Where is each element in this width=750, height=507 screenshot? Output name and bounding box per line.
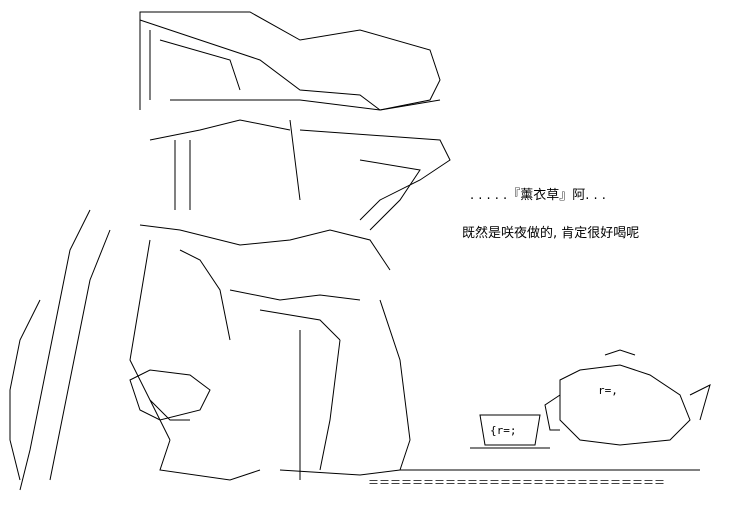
bang-line bbox=[149, 119, 291, 141]
character-drawing bbox=[9, 11, 711, 491]
collar bbox=[179, 249, 231, 341]
bow bbox=[229, 289, 361, 301]
teapot-body bbox=[559, 364, 691, 446]
cup-in-hand bbox=[149, 399, 190, 421]
dress-fold bbox=[319, 339, 341, 471]
skirt-hem bbox=[279, 469, 401, 476]
dialogue-line-1: . . . . .『薰衣草』阿. . . bbox=[470, 188, 606, 203]
arm-left bbox=[129, 239, 171, 441]
hair-right bbox=[299, 129, 451, 221]
hair-flow-1 bbox=[19, 209, 91, 491]
teapot-spout bbox=[689, 384, 711, 421]
skirt-left bbox=[159, 439, 261, 481]
dress-right bbox=[379, 299, 411, 471]
hair-strand-2 bbox=[159, 39, 241, 91]
ground-line: ＝＝＝＝＝＝＝＝＝＝＝＝＝＝＝＝＝＝＝＝＝＝＝＝＝＝＝ bbox=[368, 476, 665, 489]
face-right bbox=[289, 119, 301, 201]
ribbon bbox=[259, 309, 341, 341]
teapot-handle bbox=[544, 394, 561, 431]
dialogue-line-2: 既然是咲夜做的, 肯定很好喝呢 bbox=[462, 226, 640, 241]
hair-flow-3 bbox=[9, 299, 41, 481]
teapot-lid bbox=[604, 349, 636, 356]
shoulder-line bbox=[139, 224, 391, 271]
teacup bbox=[479, 414, 541, 446]
teapot-label: r=, bbox=[598, 384, 618, 397]
cup-label: {r=; bbox=[490, 424, 517, 437]
hair-right-2 bbox=[359, 159, 421, 231]
brim-line bbox=[170, 99, 441, 111]
hands bbox=[129, 369, 211, 421]
hair-flow-2 bbox=[49, 229, 111, 481]
hat-outline bbox=[139, 11, 441, 111]
